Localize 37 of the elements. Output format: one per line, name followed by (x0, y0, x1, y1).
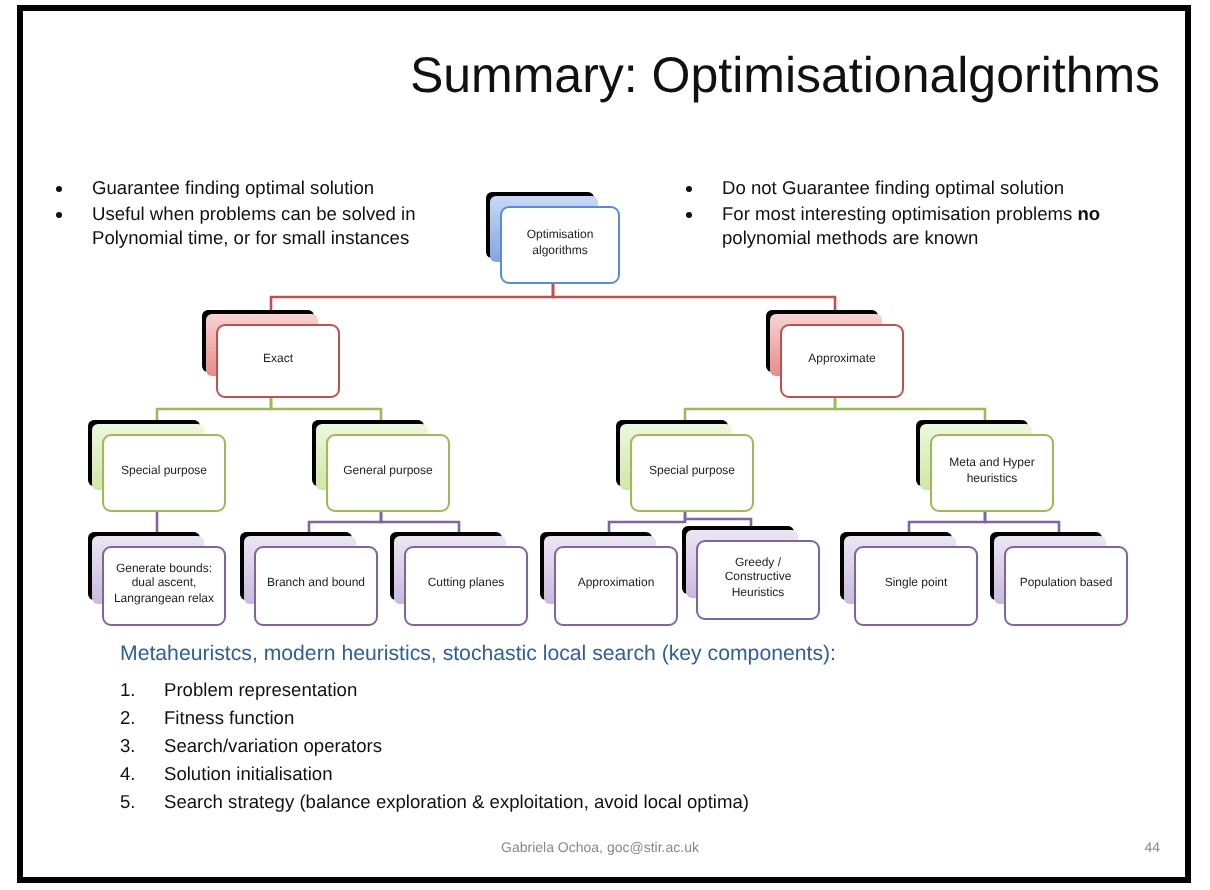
stacked-card (240, 532, 378, 626)
tree-connector (155, 512, 159, 532)
list-item: Problem representation (164, 678, 360, 703)
tree-connector (269, 398, 383, 420)
tree-connector (683, 512, 753, 526)
stacked-card (88, 420, 226, 512)
tree-connector (551, 284, 837, 310)
stacked-card (682, 526, 820, 620)
slide-title: Summary: Optimisationalgorithms (407, 48, 1163, 106)
stacked-card (312, 420, 450, 512)
bullet-text: Useful when problems can be solved in Polynomial time, or for small instances (92, 202, 418, 251)
bullet-text: Do not Guarantee finding optimal solution (722, 176, 1067, 201)
stacked-card (766, 310, 904, 398)
stacked-card (540, 532, 678, 626)
list-number: 5. (120, 790, 138, 815)
list-item: Search strategy (balance exploration & exploitation, avoid local optima) (164, 790, 751, 815)
stacked-card (202, 310, 340, 398)
section-heading: Metaheuristcs, modern heuristics, stochastic local search (key components): (120, 642, 838, 670)
bullet-text: Guarantee finding optimal solution (92, 176, 377, 201)
stacked-card (486, 192, 620, 284)
stacked-card (390, 532, 528, 626)
stacked-card (990, 532, 1128, 626)
list-item: Fitness function (164, 706, 297, 731)
list-number: 1. (120, 678, 138, 703)
tree-connector (833, 398, 987, 420)
list-number: 3. (120, 734, 138, 759)
stacked-card (916, 420, 1054, 512)
stacked-card (840, 532, 978, 626)
bullet-text: For most interesting optimisation problems no polynomial methods are known (722, 202, 1103, 251)
tree-connector (379, 512, 461, 532)
list-item: Solution initialisation (164, 762, 335, 787)
list-number: 2. (120, 706, 138, 731)
list-item: Search/variation operators (164, 734, 385, 759)
tree-connector (983, 512, 1061, 532)
stacked-card (88, 532, 226, 626)
stacked-card (616, 420, 754, 512)
list-number: 4. (120, 762, 138, 787)
